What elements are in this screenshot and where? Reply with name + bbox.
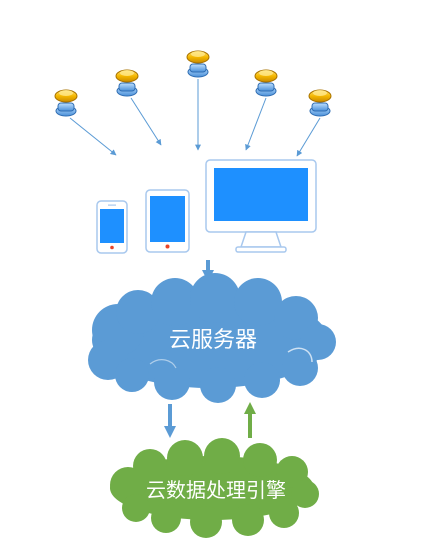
cloud-server-label: 云服务器 — [169, 328, 257, 353]
user-to-device-arrow — [296, 117, 321, 157]
cloud-engine-label: 云数据处理引擎 — [146, 478, 286, 502]
cloud-server: 云服务器 — [88, 273, 336, 403]
user-to-device-arrow — [69, 117, 117, 156]
down-arrow-to-engine — [164, 404, 176, 438]
up-arrow-to-server — [244, 402, 256, 438]
user-icon — [186, 50, 210, 78]
user-icon — [115, 69, 139, 97]
cloud-engine: 云数据处理引擎 — [110, 438, 319, 538]
user-to-device-arrow — [130, 97, 162, 146]
user-to-device-arrow — [245, 97, 267, 151]
user-icon — [308, 89, 332, 117]
desktop-monitor-icon — [205, 159, 317, 253]
smartphone-icon — [96, 200, 128, 254]
user-icon — [54, 89, 78, 117]
tablet-icon — [145, 189, 190, 253]
user-icon — [254, 69, 278, 97]
